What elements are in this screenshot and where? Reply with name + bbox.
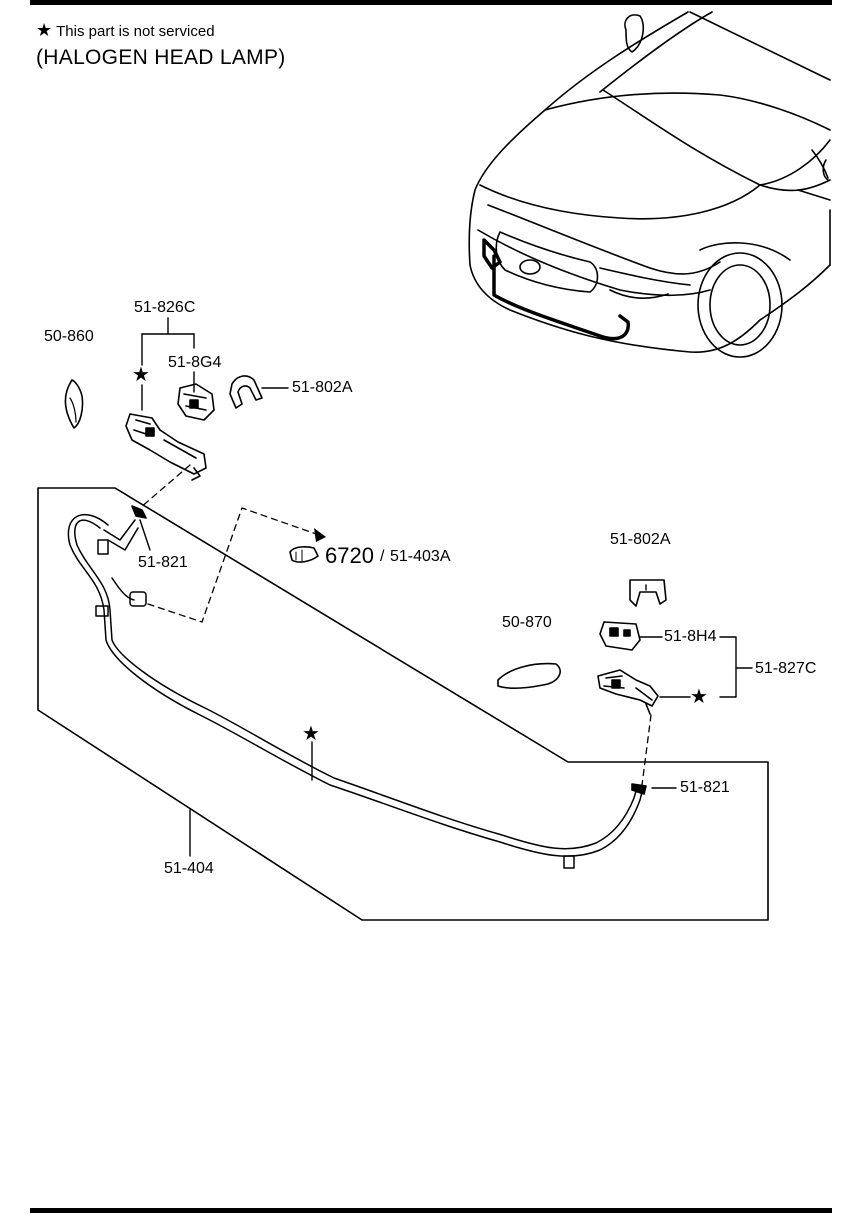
label-51-8h4: 51-8H4 [664,628,717,645]
not-serviced-note: ★This part is not serviced [36,20,215,42]
dashed-connectors [139,464,652,786]
part-50-860 [64,379,84,429]
part-51-821-left [131,505,147,519]
part-51-802a-right [629,579,667,607]
top-rule [30,0,832,5]
left-nozzle-assembly [125,413,207,481]
star-marker-hose: ★ [302,723,320,745]
label-51-821-left: 51-821 [138,554,188,571]
washer-hose [67,514,644,869]
bottom-rule [30,1208,832,1213]
label-51-802a-right: 51-802A [610,531,671,548]
page-subtitle: (HALOGEN HEAD LAMP) [36,46,286,69]
label-51-802a-left: 51-802A [292,379,353,396]
part-51-8h4 [599,621,641,651]
label-50-870: 50-870 [502,614,552,631]
label-51-827c: 51-827C [755,660,817,677]
label-51-404: 51-404 [164,860,214,877]
part-51-821-right [631,783,647,795]
label-50-860: 50-860 [44,328,94,345]
star-marker-left-nozzle: ★ [132,364,150,386]
label-51-826c: 51-826C [134,299,196,316]
label-6720: 6720 [325,543,374,568]
part-51-802a-left [229,375,263,409]
star-icon: ★ [36,20,53,40]
star-marker-right-nozzle: ★ [690,686,708,708]
assembly-outline [37,487,769,921]
label-slash: / [380,548,385,565]
label-51-821-right: 51-821 [680,779,730,796]
label-51-403a: 51-403A [390,548,451,565]
part-50-870 [497,662,561,689]
part-51-8g4 [177,383,215,421]
part-6720-icon [289,546,319,563]
car-illustration [468,11,831,358]
leader-lines [139,317,753,857]
note-text: This part is not serviced [56,23,215,40]
right-nozzle-assembly [597,669,659,715]
label-51-8g4: 51-8G4 [168,354,222,371]
